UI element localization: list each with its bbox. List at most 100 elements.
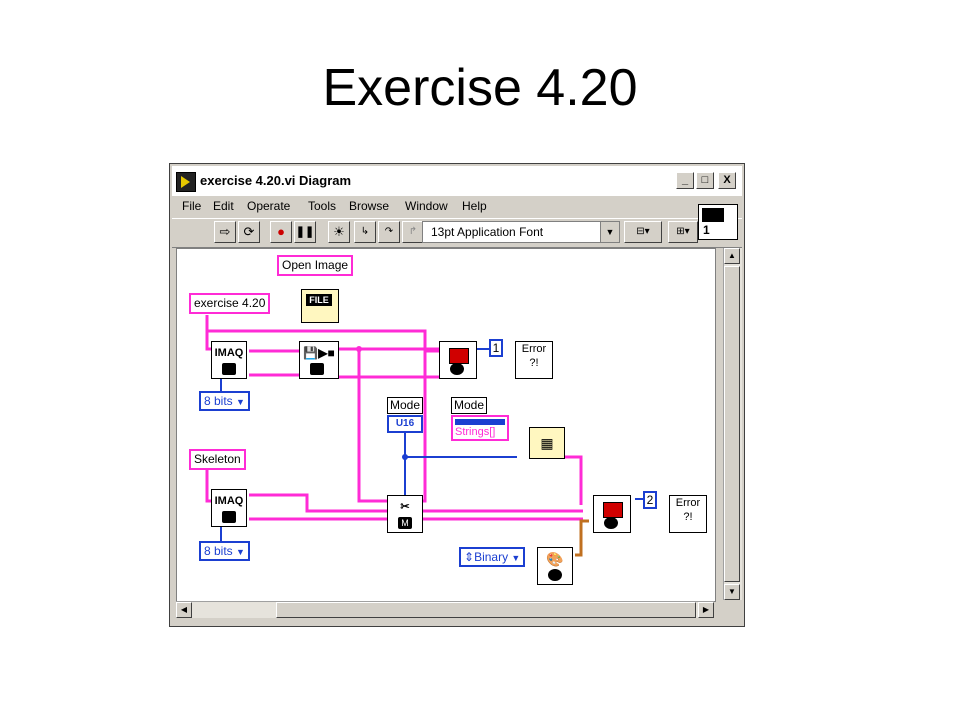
imaq-morphology-vi[interactable]: ✂ M: [387, 495, 423, 533]
imaq-create-vi[interactable]: IMAQ: [211, 341, 247, 379]
menu-bar: File Edit Operate Tools Browse Window He…: [172, 196, 742, 216]
image-wire: [205, 315, 439, 353]
horizontal-scrollbar[interactable]: ◀ ▶: [176, 601, 714, 618]
m-label: M: [398, 517, 412, 529]
imaq-label: IMAQ: [214, 347, 244, 359]
scroll-up-icon[interactable]: ▲: [724, 248, 740, 264]
run-continuously-icon[interactable]: ⟳: [238, 221, 260, 243]
error-handler-icon[interactable]: Error?!: [669, 495, 707, 533]
maximize-button[interactable]: □: [696, 172, 714, 189]
lightning-icon: [222, 363, 236, 375]
align-objects-icon[interactable]: ⊟▾: [624, 221, 662, 243]
eye-icon: [548, 569, 562, 581]
open-image-label: Open Image: [277, 255, 354, 276]
mode-u16-constant[interactable]: U16: [387, 415, 423, 433]
palette-icon: 🎨: [546, 551, 564, 567]
imaq-palette-vi[interactable]: 🎨: [537, 547, 573, 585]
window-number-constant[interactable]: 2: [643, 491, 657, 509]
font-select[interactable]: 13pt Application Font ▼: [422, 221, 620, 243]
wires: [205, 315, 647, 557]
menu-operate[interactable]: Operate: [247, 199, 291, 213]
vertical-scrollbar[interactable]: ▲ ▼: [723, 248, 742, 600]
imaq-label: IMAQ: [214, 495, 244, 507]
horizontal-scroll-thumb[interactable]: [276, 602, 696, 618]
lightning-icon: [222, 511, 236, 523]
binary-enum-value: Binary: [474, 550, 509, 564]
abort-icon[interactable]: ●: [270, 221, 292, 243]
slide-title: Exercise 4.20: [322, 59, 638, 117]
menu-tools[interactable]: Tools: [308, 199, 337, 213]
strings-label: Strings[]: [455, 426, 496, 438]
eye-icon: [450, 363, 464, 375]
toolbar: ⇨ ⟳ ● ❚❚ ☀ ↳ ↷ ↱ 13pt Application Font ▼…: [172, 218, 742, 248]
eye-icon: [604, 517, 618, 529]
convert-icon: [310, 363, 324, 375]
labview-icon: [176, 172, 196, 192]
step-over-icon[interactable]: ↷: [378, 221, 400, 243]
chevron-down-icon: ▼: [236, 547, 245, 557]
wire-junction: [402, 454, 408, 460]
window-title: exercise 4.20.vi Diagram: [200, 173, 352, 188]
property-node[interactable]: Strings[]: [451, 415, 509, 441]
error-handler-icon[interactable]: Error?!: [515, 341, 553, 379]
property-bar: [455, 419, 505, 425]
step-into-icon[interactable]: ↳: [354, 221, 376, 243]
menu-file[interactable]: File: [182, 199, 202, 213]
palette-enum[interactable]: ⇕Binary ▼: [459, 547, 526, 567]
error-symbol: ?!: [529, 357, 539, 369]
title-bar[interactable]: exercise 4.20.vi Diagram _ □ X: [172, 166, 742, 196]
menu-edit[interactable]: Edit: [213, 199, 234, 213]
labview-diagram-window: exercise 4.20.vi Diagram _ □ X File Edit…: [169, 163, 745, 627]
image-wire: [561, 455, 583, 505]
chevron-down-icon: ▼: [236, 397, 245, 407]
font-select-value: 13pt Application Font: [431, 225, 544, 239]
mode-label: Mode: [387, 397, 424, 414]
close-button[interactable]: X: [718, 172, 736, 189]
imaq-readfile-vi[interactable]: 💾▶■: [299, 341, 339, 379]
highlight-bulb-icon[interactable]: ☀: [328, 221, 350, 243]
connector-value: 1: [703, 223, 710, 237]
bits-enum[interactable]: 8 bits ▼: [199, 391, 250, 411]
imaq-windraw-vi[interactable]: [439, 341, 477, 379]
bits-enum-value: 8 bits: [204, 544, 233, 558]
error-label: Error: [675, 497, 701, 509]
run-arrow-icon[interactable]: ⇨: [214, 221, 236, 243]
image-wire: [249, 493, 387, 513]
enum-arrows-icon: ⇕: [464, 550, 475, 564]
distribute-objects-icon[interactable]: ⊞▾: [668, 221, 698, 243]
menu-window[interactable]: Window: [405, 199, 448, 213]
table-index-icon[interactable]: ▦: [529, 427, 565, 459]
vertical-scroll-thumb[interactable]: [724, 266, 740, 582]
cluster-wire: [575, 519, 589, 557]
error-symbol: ?!: [683, 511, 693, 523]
path-constant-skeleton[interactable]: Skeleton: [189, 449, 246, 470]
error-label: Error: [521, 343, 547, 355]
imaq-create-vi[interactable]: IMAQ: [211, 489, 247, 527]
vi-connector-pane[interactable]: 1: [698, 204, 738, 240]
menu-help[interactable]: Help: [462, 199, 487, 213]
wire-junction: [356, 346, 362, 352]
mode-label: Mode: [451, 397, 488, 414]
menu-browse[interactable]: Browse: [349, 199, 390, 213]
bits-enum-value: 8 bits: [204, 394, 233, 408]
file-icon-label: FILE: [306, 294, 332, 306]
scroll-down-icon[interactable]: ▼: [724, 584, 740, 600]
front-panel-icon: [702, 208, 724, 222]
pause-icon[interactable]: ❚❚: [294, 221, 316, 243]
scroll-left-icon[interactable]: ◀: [176, 602, 192, 618]
file-dialog-icon[interactable]: FILE: [301, 289, 339, 323]
chevron-down-icon: ▼: [600, 222, 619, 242]
chevron-down-icon: ▼: [511, 553, 521, 563]
imaq-windraw-vi[interactable]: [593, 495, 631, 533]
scroll-right-icon[interactable]: ▶: [698, 602, 714, 618]
image-wire: [205, 467, 211, 503]
path-constant-exercise[interactable]: exercise 4.20: [189, 293, 271, 314]
window-draw-icon: [603, 502, 623, 518]
window-draw-icon: [449, 348, 469, 364]
window-number-constant[interactable]: 1: [489, 339, 503, 357]
bits-enum[interactable]: 8 bits ▼: [199, 541, 250, 561]
block-diagram-canvas[interactable]: Open Image FILE exercise 4.20 Skeleton I…: [176, 248, 716, 602]
disk-to-image-icon: 💾▶■: [303, 346, 335, 360]
minimize-button[interactable]: _: [676, 172, 694, 189]
step-out-icon[interactable]: ↱: [402, 221, 424, 243]
